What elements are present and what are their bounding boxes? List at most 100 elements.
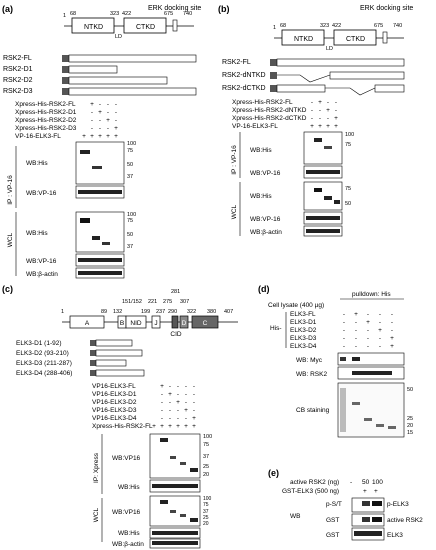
- panel-a-label: (a): [2, 4, 13, 14]
- tag-box: [62, 66, 69, 73]
- mark: +: [98, 109, 102, 116]
- blot-band: [352, 371, 392, 375]
- ladder: [340, 388, 346, 432]
- panel-a-treatments: Xpress-His-RSK2-FL Xpress-His-RSK2-D1 Xp…: [15, 101, 118, 140]
- row-label: VP16-ELK3-D2: [92, 399, 137, 406]
- mw-markers: 100 75 50 37: [127, 141, 136, 180]
- panel-c-positions: 1 89 132 151/152 199 221 237 275 281 290…: [61, 289, 233, 315]
- mark: -: [91, 125, 93, 132]
- blot-label: WB:VP-16: [26, 258, 57, 265]
- construct-bar: [95, 359, 127, 367]
- pos: 221: [148, 299, 157, 305]
- mark: -: [311, 107, 313, 114]
- mark: -: [161, 399, 163, 406]
- row-label: VP16-ELK3-D4: [92, 415, 137, 422]
- mark: +: [82, 133, 86, 140]
- blot-band: [190, 468, 198, 472]
- construct-label: ELK3-D4 (288-406): [16, 370, 72, 377]
- blot-label: WB:VP-16: [250, 170, 281, 177]
- blot-band: [80, 150, 90, 154]
- mark: +: [310, 123, 314, 130]
- blot-band: [80, 218, 90, 223]
- mark: -: [185, 391, 187, 398]
- panel-e-wb: WB: [290, 513, 300, 520]
- blot-band: [362, 517, 370, 522]
- mark: -: [115, 109, 117, 116]
- blot-label: WB:VP16: [112, 455, 141, 462]
- blot-label: WB:β-actin: [112, 541, 144, 548]
- panel-a: (a) ERK docking site NTKD CTKD LD 1 68 3…: [2, 4, 201, 279]
- mark: -: [169, 415, 171, 422]
- mark: +: [114, 125, 118, 132]
- row1-val: 50: [362, 479, 370, 486]
- mark: +: [390, 343, 394, 350]
- mw-markers: 100 75 37 25 20: [203, 496, 212, 527]
- panel-b: (b) ERK docking site NTKD CTKD LD 1 68 3…: [218, 4, 413, 237]
- blot-label: WB:His: [250, 147, 272, 154]
- mark: +: [326, 107, 330, 114]
- mark: +: [326, 123, 330, 130]
- mark: -: [193, 399, 195, 406]
- pos: 199: [141, 309, 150, 315]
- blot-band: [372, 501, 382, 506]
- mark: -: [177, 391, 179, 398]
- blot-band: [306, 170, 340, 174]
- row-label: ELK3-D1: [290, 319, 317, 326]
- gel-band: [376, 424, 384, 427]
- panel-a-constructs: RSK2-FL RSK2-D1 RSK2-D2 RSK2-D3: [3, 54, 197, 96]
- domain-label: J: [154, 320, 157, 327]
- domain-cid-box: [171, 315, 179, 329]
- blot-label: WB:His: [250, 193, 272, 200]
- panel-a-wcl-label: WCL: [7, 232, 14, 247]
- blot-band: [160, 438, 168, 442]
- blot-label: WB: RSK2: [296, 371, 327, 378]
- row-label: Xpress-His-RSK2-FL: [232, 99, 293, 106]
- construct-bar: [95, 369, 145, 377]
- construct-label: RSK2-D1: [3, 66, 33, 73]
- mark: -: [355, 343, 357, 350]
- row-label: Xpress-His-RSK2-D1: [15, 109, 77, 116]
- row-label: Xpress-His-RSK2-D2: [15, 117, 77, 124]
- mark: +: [184, 407, 188, 414]
- mark: +: [90, 101, 94, 108]
- row-label: ELK3-D4: [290, 343, 317, 350]
- pos: 322: [187, 309, 196, 315]
- blot-panel: [337, 352, 405, 366]
- blot-panel: [303, 131, 343, 165]
- mark: +: [192, 423, 196, 430]
- mark: -: [379, 311, 381, 318]
- blot-band: [92, 236, 100, 240]
- row-label: ELK3-D3: [290, 335, 317, 342]
- mw: 37: [203, 509, 209, 515]
- panel-e-label: (e): [268, 468, 279, 478]
- mark: -: [391, 327, 393, 334]
- mw: 50: [345, 201, 351, 207]
- mw: 37: [127, 174, 133, 180]
- row-label: VP16-ELK3-FL: [92, 383, 136, 390]
- construct-label: RSK2-dCTKD: [222, 85, 266, 92]
- mw-markers: 50 25 20 15: [407, 387, 413, 436]
- mw: 25: [203, 464, 209, 470]
- mw: 25: [407, 416, 413, 422]
- panel-b-label: (b): [218, 4, 230, 14]
- blot-band: [354, 531, 382, 536]
- mark: -: [99, 117, 101, 124]
- blot-band: [152, 484, 198, 488]
- row-label: Xpress-His-RSK2-dCTKD: [232, 115, 307, 122]
- mark: -: [367, 343, 369, 350]
- construct-label: RSK2-FL: [222, 59, 251, 66]
- panel-d-lysate: Cell lysate (400 µg): [268, 302, 324, 309]
- panel-a-ctkd-box: [123, 17, 167, 34]
- mark: +: [152, 423, 156, 430]
- blot-band: [180, 462, 186, 465]
- mw: 75: [127, 218, 133, 224]
- right-label: active RSK2: [387, 517, 423, 524]
- construct-bar: [374, 84, 405, 93]
- left-label: GST: [326, 517, 339, 524]
- panel-b-ntkd-box: [281, 29, 325, 46]
- domain-label: C: [203, 320, 208, 327]
- tag-box: [270, 72, 277, 79]
- mark: -: [367, 327, 369, 334]
- row-label: VP16-ELK3-D3: [92, 407, 137, 414]
- left-label: p-S/T: [326, 501, 342, 508]
